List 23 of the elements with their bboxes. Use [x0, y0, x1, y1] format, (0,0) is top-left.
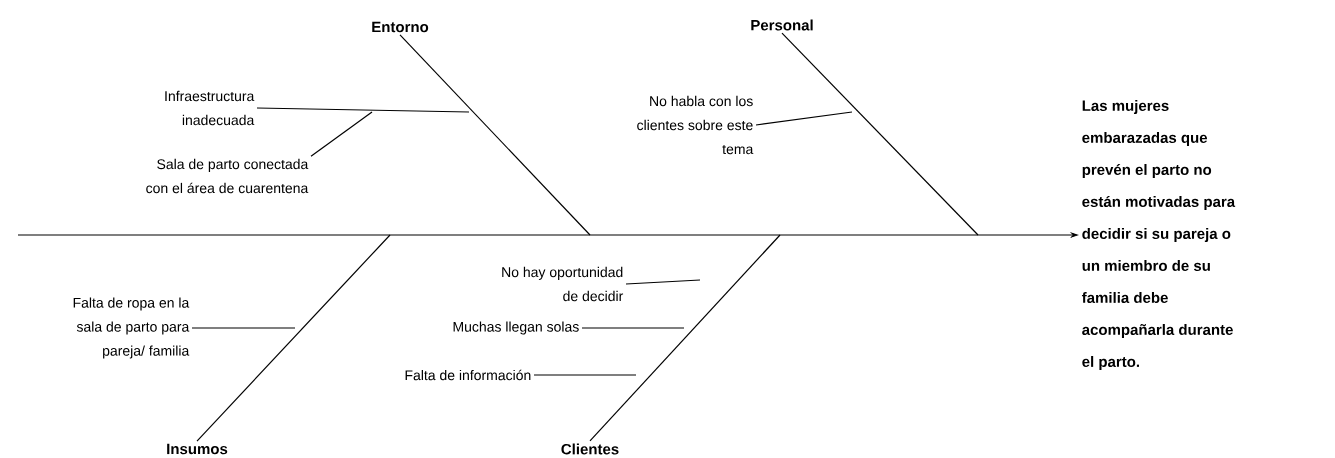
cause-label: No hay oportunidad de decidir	[502, 266, 624, 302]
cause-label: Falta de información	[405, 369, 531, 381]
bone-line	[196, 234, 391, 442]
cause-label: No habla con los clientes sobre este tema	[637, 95, 754, 155]
leader-line	[755, 111, 853, 126]
leader-line	[581, 327, 685, 329]
cause-label: Infraestructura inadecuada	[165, 90, 255, 126]
category-label: Clientes	[561, 443, 619, 455]
leader-line	[310, 111, 373, 157]
category-label: Personal	[751, 19, 813, 31]
cause-label: Sala de parto conectada con el área de cuarentena	[146, 158, 309, 194]
bone-line	[781, 32, 979, 236]
leader-line	[191, 327, 296, 329]
leader-line	[625, 279, 701, 285]
cause-label: Falta de ropa en la sala de parto para pareja/ familia	[73, 297, 190, 359]
bone-line	[589, 234, 781, 442]
leader-line	[533, 374, 637, 376]
cause-label: Muchas llegan solas	[453, 321, 579, 335]
effect-label: Las mujeres embarazadas que prevén el parto no están motivadas para decidir si su pareja o un miembro de su familia debe acompañarla durante el parto.	[1081, 100, 1236, 370]
category-label: Entorno	[372, 21, 429, 33]
category-label: Insumos	[167, 443, 228, 455]
leader-line	[256, 107, 470, 113]
bone-line	[399, 34, 591, 236]
